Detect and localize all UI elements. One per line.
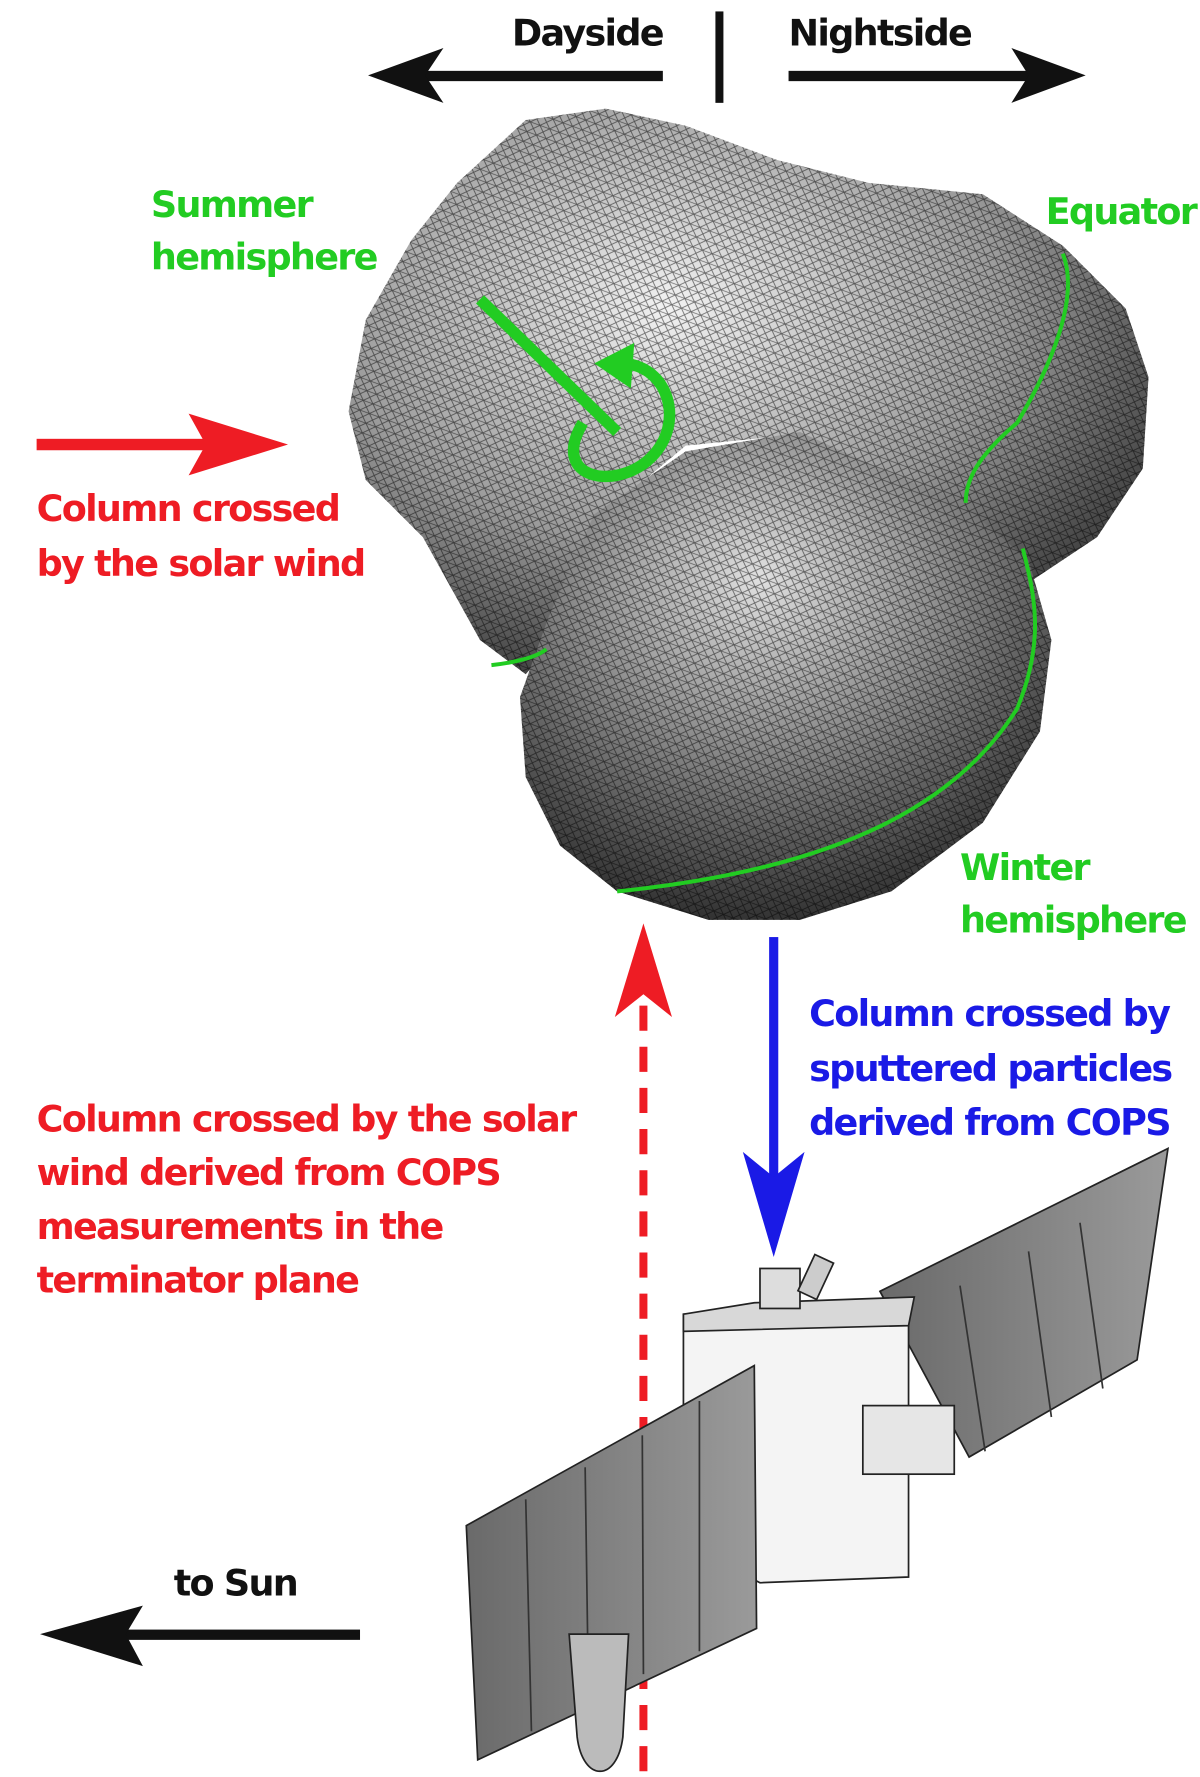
sputtered-line-1: Column crossed by — [809, 992, 1171, 1035]
comet-nucleus — [348, 108, 1149, 920]
to-sun-label: to Sun — [174, 1561, 297, 1604]
equator-label: Equator — [1046, 190, 1198, 233]
solar-panel-right — [878, 1146, 1170, 1459]
winter-line-2: hemisphere — [960, 898, 1187, 941]
solar-wind-line-2: by the solar wind — [37, 542, 365, 585]
cops-solar-line-1: Column crossed by the solar — [37, 1097, 577, 1140]
dayside-label: Dayside — [512, 12, 664, 55]
solar-wind-line-1: Column crossed — [37, 487, 340, 530]
rotation-arrow-icon — [476, 295, 676, 483]
sputtered-line-3: derived from COPS — [809, 1101, 1170, 1144]
to-sun-arrow — [40, 1605, 361, 1667]
dayside-arrow — [368, 47, 663, 103]
winter-line-1: Winter — [960, 846, 1091, 889]
solar-wind-label: Column crossed by the solar wind — [37, 487, 367, 585]
sputtered-line-2: sputtered particles — [809, 1047, 1172, 1090]
terminator-divider — [715, 11, 724, 103]
equator-line — [491, 252, 1070, 894]
cops-solar-wind-label: Column crossed by the solar wind derived… — [37, 1097, 579, 1301]
summer-line-2: hemisphere — [151, 236, 378, 279]
rosetta-spacecraft — [465, 1146, 1170, 1773]
cops-solar-line-4: terminator plane — [37, 1258, 360, 1301]
winter-hemisphere-label: Winter hemisphere — [960, 846, 1188, 942]
antenna — [568, 1633, 630, 1773]
cops-solar-line-3: measurements in the — [37, 1205, 444, 1248]
cops-solar-line-2: wind derived from COPS — [37, 1151, 500, 1194]
sputtered-particles-arrow — [742, 937, 805, 1258]
nightside-arrow — [788, 47, 1086, 103]
summer-line-1: Summer — [151, 183, 314, 226]
sputtered-particles-label: Column crossed by sputtered particles de… — [809, 992, 1174, 1144]
solar-wind-arrow — [36, 413, 289, 476]
summer-hemisphere-label: Summer hemisphere — [151, 183, 379, 279]
solar-panel-left — [465, 1364, 758, 1762]
nightside-label: Nightside — [789, 12, 972, 55]
